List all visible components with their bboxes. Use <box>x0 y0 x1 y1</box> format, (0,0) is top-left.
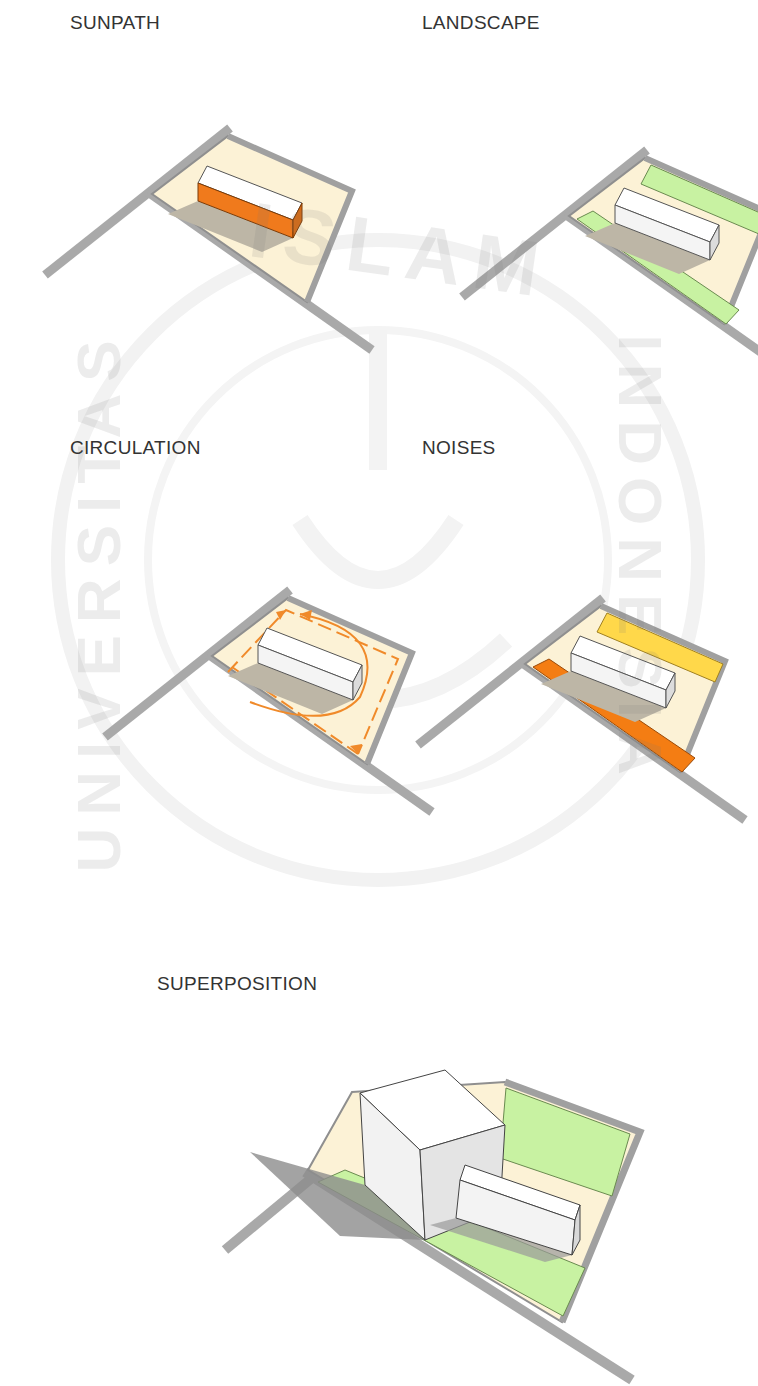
panel-title: NOISES <box>422 437 496 459</box>
panel-title: SUNPATH <box>70 12 160 34</box>
panel-title: SUPERPOSITION <box>157 973 317 995</box>
watermark-text: INDONESIA <box>604 334 675 786</box>
circulation-panel <box>105 590 432 812</box>
noises-panel <box>418 598 745 820</box>
superposition-panel <box>225 1070 640 1380</box>
panel-title: LANDSCAPE <box>422 12 540 34</box>
watermark-text: UNIVERSITAS <box>63 328 134 872</box>
